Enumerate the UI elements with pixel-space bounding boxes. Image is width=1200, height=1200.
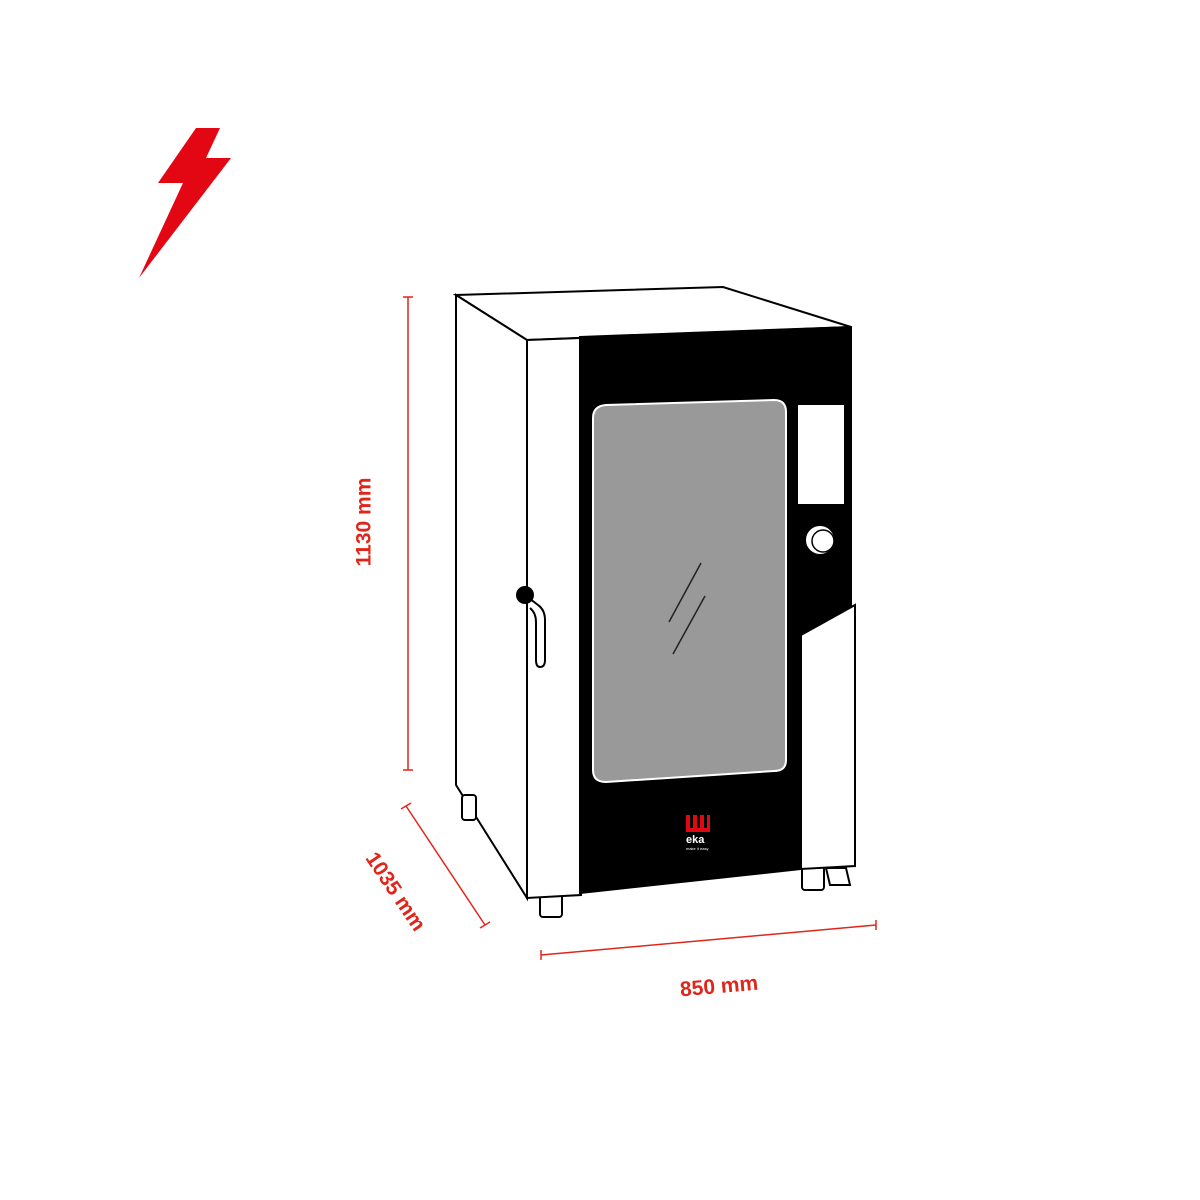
drain-fitting xyxy=(824,867,852,886)
door-handle-knob xyxy=(516,586,534,604)
svg-text:eka: eka xyxy=(686,834,705,846)
svg-text:make it easy: make it easy xyxy=(686,846,708,851)
door-hinge-strip xyxy=(526,336,582,900)
height-dimension-label: 1130 mm xyxy=(352,477,376,567)
dimension-lines xyxy=(400,296,877,960)
lightning-bolt-icon xyxy=(139,128,231,278)
foot xyxy=(461,794,477,821)
control-side-strip xyxy=(800,603,856,871)
door-handle xyxy=(524,594,546,669)
door-window xyxy=(592,398,787,784)
touch-display xyxy=(796,403,846,506)
eka-logo: eka make it easy xyxy=(686,815,710,851)
